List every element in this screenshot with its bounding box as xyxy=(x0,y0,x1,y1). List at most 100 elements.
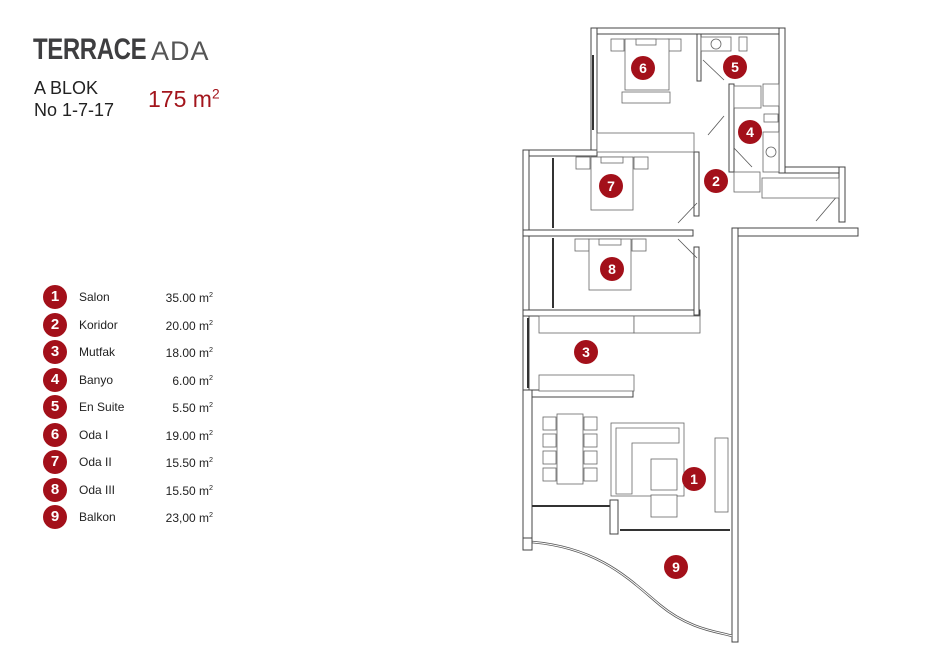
armchair xyxy=(650,494,678,518)
legend-row-mutfak: 3 Mutfak 18.00 m2 xyxy=(43,340,213,364)
room-area-unit: 2 xyxy=(209,345,213,354)
legend-row-en-suite: 5 En Suite 5.50 m2 xyxy=(43,395,213,419)
wall-right-main xyxy=(731,227,739,643)
door-bedroom8 xyxy=(677,238,698,259)
room-name: Oda II xyxy=(79,455,112,469)
chair xyxy=(583,467,598,482)
room-name: Oda I xyxy=(79,427,109,442)
room-area: 19.00 m2 xyxy=(166,428,213,443)
room-number-badge: 2 xyxy=(43,312,67,337)
wall-right-end xyxy=(838,166,846,223)
room-area-value: 15.50 m xyxy=(165,483,209,498)
room-area-unit: 2 xyxy=(209,455,213,464)
room-area: 6.00 m2 xyxy=(172,373,213,388)
wall-bedroom8-right xyxy=(693,246,700,316)
room-marker-6: 6 xyxy=(631,56,655,80)
room-area-value: 19.00 m xyxy=(165,428,209,443)
chair xyxy=(583,450,598,465)
room-marker-number: 9 xyxy=(672,559,680,575)
legend-row-banyo: 4 Banyo 6.00 m2 xyxy=(43,367,213,392)
door-ensuite xyxy=(702,59,725,81)
doors xyxy=(677,59,840,259)
room-area: 35.00 m2 xyxy=(166,290,213,305)
room-area: 23,00 m2 xyxy=(166,510,213,525)
room-marker-2: 2 xyxy=(704,169,728,193)
room-marker-circle xyxy=(704,169,728,193)
coffee-table xyxy=(650,458,678,491)
furniture xyxy=(538,36,840,518)
room-number-badge: 3 xyxy=(43,340,67,364)
nightstand xyxy=(633,156,649,170)
balcony-rail-inner xyxy=(531,541,733,637)
room-area-unit: 2 xyxy=(209,510,213,519)
room-area-unit: 2 xyxy=(209,317,213,327)
room-marker-circle xyxy=(738,120,762,144)
room-marker-number: 4 xyxy=(746,124,754,140)
chair xyxy=(542,433,557,448)
wall-right-step xyxy=(784,166,846,174)
wall-bedroom8-bottom xyxy=(522,309,701,317)
room-area-value: 23,00 m xyxy=(165,511,209,525)
legend-row-balkon: 9 Balkon 23,00 m2 xyxy=(43,505,213,529)
chair xyxy=(542,467,557,482)
room-area-value: 15.50 m xyxy=(165,456,209,470)
room-marker-5: 5 xyxy=(723,55,747,79)
pillow xyxy=(598,238,622,246)
block-numbers: No 1-7-17 xyxy=(34,100,115,120)
wardrobe-bedroom6 xyxy=(596,132,695,153)
dining-table xyxy=(556,413,584,485)
door-bedroom6 xyxy=(707,115,725,136)
room-number-badge: 8 xyxy=(43,477,67,502)
room-marker-number: 7 xyxy=(607,178,615,194)
kitchen-counter xyxy=(538,315,635,334)
shelf-bathroom xyxy=(762,83,780,107)
room-area-unit: 2 xyxy=(209,482,213,492)
brand-logo-light: ADA xyxy=(151,36,210,66)
total-area-value: 175 m xyxy=(148,86,212,112)
block-name: A BLOK xyxy=(34,78,99,98)
room-area-unit: 2 xyxy=(209,427,213,437)
legend-row-oda-iii: 8 Oda III 15.50 m2 xyxy=(43,477,213,502)
room-area-value: 20.00 m xyxy=(165,318,209,333)
legend-row-salon: 1 Salon 35.00 m2 xyxy=(43,285,213,309)
legend-row-oda-i: 6 Oda I 19.00 m2 xyxy=(43,422,213,447)
kitchen-island xyxy=(538,374,635,392)
toilet-bathroom xyxy=(763,113,779,123)
room-number-badge: 7 xyxy=(43,450,67,474)
room-area-unit: 2 xyxy=(209,290,213,299)
room-area-value: 18.00 m xyxy=(165,346,209,360)
balcony-post xyxy=(522,537,533,551)
room-marker-circle xyxy=(600,257,624,281)
room-marker-1: 1 xyxy=(682,467,706,491)
sink-ensuite xyxy=(710,38,722,50)
nightstand xyxy=(610,38,625,52)
wall-top xyxy=(590,27,786,35)
room-name: Balkon xyxy=(79,510,116,524)
legend-row-oda-ii: 7 Oda II 15.50 m2 xyxy=(43,450,213,474)
cabinet-bathroom xyxy=(733,85,762,109)
room-area-value: 35.00 m xyxy=(165,291,209,305)
legend-row-koridor: 2 Koridor 20.00 m2 xyxy=(43,312,213,337)
chair xyxy=(542,450,557,465)
room-marker-number: 5 xyxy=(731,59,739,75)
brand-logo-bold: TERRACE xyxy=(33,33,147,66)
wall-bedroom7-top xyxy=(522,149,598,157)
room-marker-number: 8 xyxy=(608,261,616,277)
pillow xyxy=(600,156,624,164)
door-entrance xyxy=(815,193,840,222)
nightstand xyxy=(667,38,682,52)
block-info: A BLOK No 1-7-17 xyxy=(34,77,114,121)
wall-ensuite-left xyxy=(696,33,702,82)
room-marker-circle xyxy=(682,467,706,491)
walls xyxy=(522,27,859,643)
door-bathroom xyxy=(733,147,753,168)
room-marker-circle xyxy=(599,174,623,198)
room-marker-9: 9 xyxy=(664,555,688,579)
wall-bedroom7-8 xyxy=(522,229,694,237)
room-number-badge: 4 xyxy=(43,367,67,392)
chair xyxy=(583,416,598,431)
sofa-l xyxy=(615,427,680,495)
room-marker-circle xyxy=(631,56,655,80)
